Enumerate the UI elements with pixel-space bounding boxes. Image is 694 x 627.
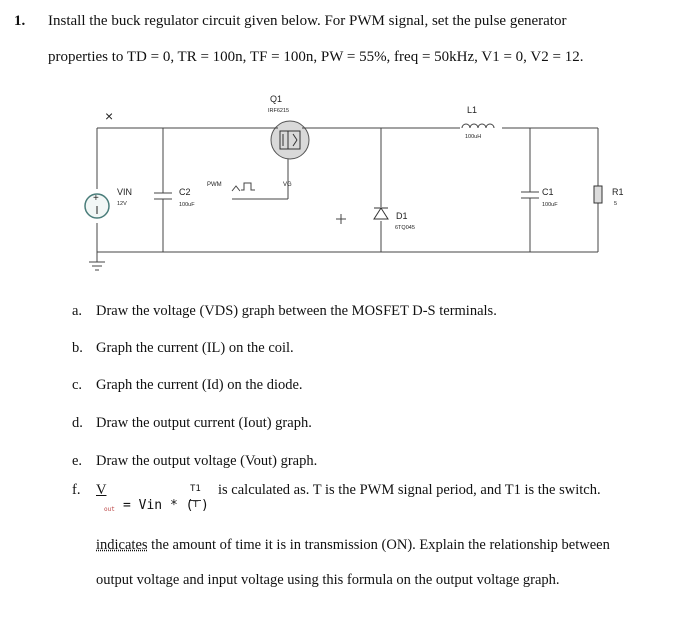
item-text: Graph the current (Id) on the diode. [96, 377, 303, 393]
v-subscript: out [104, 506, 115, 513]
item-label: e. [72, 453, 83, 469]
d1-part: 6TQ045 [395, 225, 415, 231]
indicates-word: indicates [96, 537, 148, 553]
buck-regulator-circuit: + × Q1 IRF6215 L1 100uH VIN 12V C2 100uF… [84, 94, 624, 271]
item-f-text-1: is calculated as. T is the PWM signal pe… [218, 482, 601, 498]
fraction-denominator: T [193, 500, 199, 510]
d1-label: D1 [396, 211, 408, 221]
formula-close: ) [201, 498, 209, 513]
vin-value: 12V [117, 201, 127, 207]
l1-label: L1 [467, 105, 477, 115]
item-f-text-3: output voltage and input voltage using t… [96, 572, 560, 588]
svg-text:+: + [93, 193, 99, 204]
pwm-label: PWM [207, 182, 222, 188]
r1-label: R1 [612, 187, 624, 197]
svg-text:×: × [105, 108, 113, 124]
item-label: a. [72, 303, 83, 319]
fraction-numerator: T1 [190, 484, 201, 494]
item-text: Draw the output voltage (Vout) graph. [96, 453, 318, 469]
vg-label: VG [283, 182, 292, 188]
fraction-bar [189, 500, 201, 501]
item-text: Graph the current (IL) on the coil. [96, 340, 294, 356]
item-text: Draw the voltage (VDS) graph between the… [96, 303, 497, 319]
vin-label: VIN [117, 187, 132, 197]
formula-rhs: = Vin * ( [123, 498, 194, 513]
l1-value: 100uH [465, 134, 481, 140]
q1-part: IRF6215 [268, 108, 289, 114]
question-line-2: properties to TD = 0, TR = 100n, TF = 10… [48, 49, 584, 65]
question-number: 1. [14, 13, 26, 29]
item-label: d. [72, 415, 83, 431]
c1-value: 100uF [542, 202, 558, 208]
item-text: Draw the output current (Iout) graph. [96, 415, 312, 431]
item-f-text-2: the amount of time it is in transmission… [147, 537, 610, 553]
q1-label: Q1 [270, 94, 282, 104]
c1-label: C1 [542, 187, 554, 197]
item-f-label: f. [72, 482, 81, 498]
c2-label: C2 [179, 187, 191, 197]
r1-value: 5 [614, 201, 617, 207]
c2-value: 100uF [179, 202, 195, 208]
item-label: c. [72, 377, 83, 393]
v-symbol: V [96, 482, 107, 498]
question-line-1: Install the buck regulator circuit given… [48, 13, 567, 29]
item-label: b. [72, 340, 83, 356]
